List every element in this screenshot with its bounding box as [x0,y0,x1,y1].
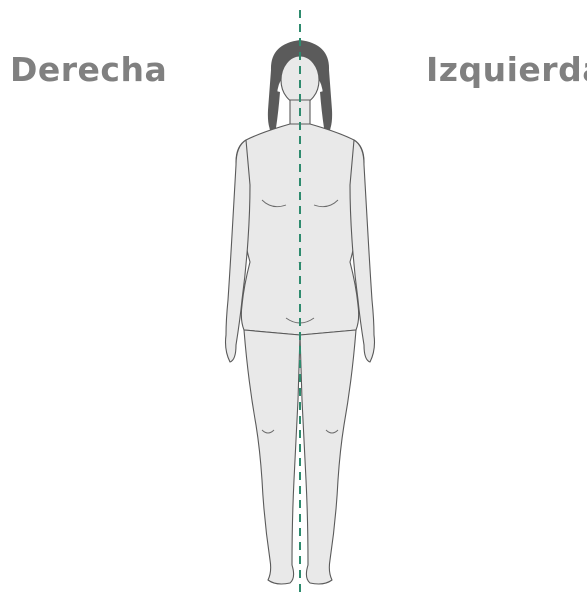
leg-left [300,330,356,584]
leg-right [244,330,300,584]
